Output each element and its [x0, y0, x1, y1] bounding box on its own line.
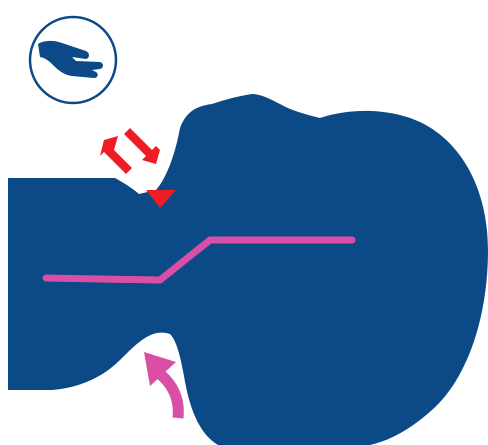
hand-badge [30, 17, 116, 103]
lift-arrow-shaft [160, 374, 178, 418]
tilt-arrow-down [124, 128, 160, 164]
double-arrow-icon [100, 128, 160, 174]
head-silhouette [8, 94, 488, 445]
curved-arrow-icon [144, 352, 178, 418]
tilt-arrow-up [100, 136, 132, 174]
